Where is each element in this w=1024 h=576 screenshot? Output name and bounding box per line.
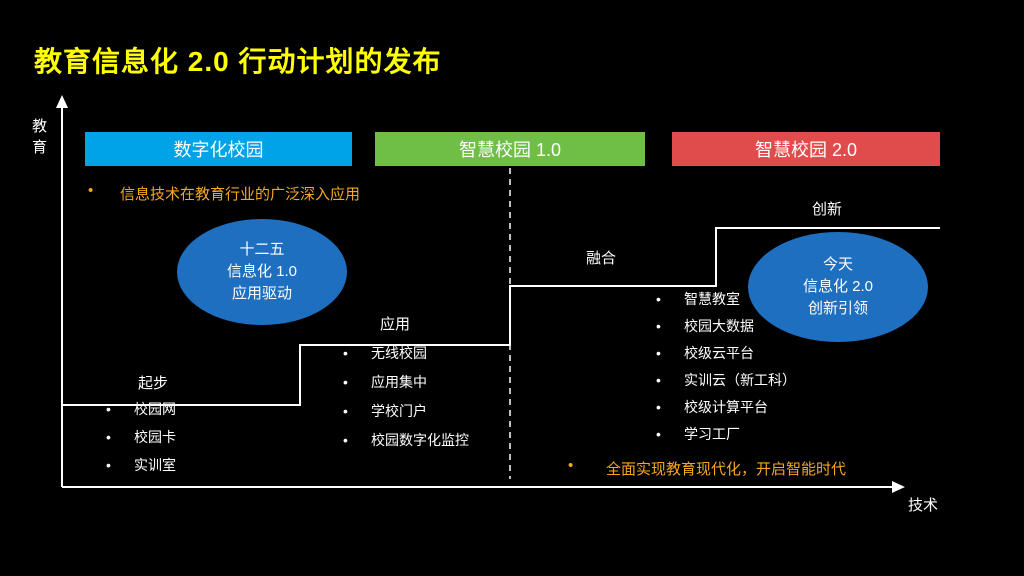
list-item: 应用集中	[343, 373, 469, 402]
ellipse-text-line: 今天	[822, 256, 853, 273]
stage-label-integrate: 融合	[586, 250, 617, 267]
list-item: 校级云平台	[656, 344, 796, 371]
stage-label-start: 起步	[138, 375, 169, 392]
ellipse-text-line: 十二五	[239, 241, 285, 258]
stage-label-innovate: 创新	[812, 201, 843, 218]
stage-label-apply: 应用	[380, 316, 411, 333]
milestone-ellipse-informatization-1: 十二五 信息化 1.0 应用驱动	[177, 219, 347, 325]
list-item: 智慧教室	[656, 290, 796, 317]
y-axis-arrow	[56, 95, 68, 108]
list-item: 实训室	[106, 456, 176, 484]
list-item: 学习工厂	[656, 425, 796, 452]
list-item: 校级计算平台	[656, 398, 796, 425]
feature-list-smart-campus-1: 无线校园 应用集中 学校门户 校园数字化监控	[343, 344, 469, 460]
list-item: 校园大数据	[656, 317, 796, 344]
ellipse-text-line: 创新引领	[807, 300, 868, 317]
phase-bar-smart-campus-1: 智慧校园 1.0	[375, 132, 645, 166]
phase-bar-digital-campus: 数字化校园	[85, 132, 352, 166]
list-item: 校园数字化监控	[343, 431, 469, 460]
feature-list-smart-campus-2: 智慧教室 校园大数据 校级云平台 实训云（新工科） 校级计算平台 学习工厂	[656, 290, 796, 452]
feature-list-digital-campus: 校园网 校园卡 实训室	[106, 400, 176, 484]
note-bottom: 全面实现教育现代化，开启智能时代	[568, 457, 846, 479]
x-axis-label: 技术	[908, 497, 939, 514]
list-item: 校园网	[106, 400, 176, 428]
ellipse-text-line: 信息化 1.0	[226, 263, 298, 280]
y-axis-label: 教育	[30, 118, 47, 160]
ellipse-text-line: 信息化 2.0	[802, 278, 874, 295]
list-item: 无线校园	[343, 344, 469, 373]
phase-bar-smart-campus-2: 智慧校园 2.0	[672, 132, 940, 166]
x-axis-arrow	[892, 481, 905, 493]
list-item: 校园卡	[106, 428, 176, 456]
slide-title: 教育信息化 2.0 行动计划的发布	[34, 46, 442, 77]
note-top: 信息技术在教育行业的广泛深入应用	[88, 182, 360, 204]
ellipse-text-line: 应用驱动	[231, 285, 292, 302]
list-item: 学校门户	[343, 402, 469, 431]
list-item: 实训云（新工科）	[656, 371, 796, 398]
